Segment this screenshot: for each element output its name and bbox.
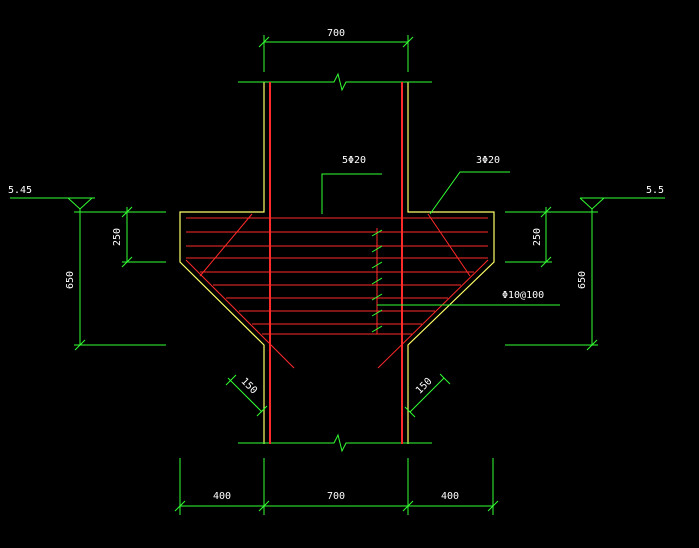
dim-tick <box>540 256 552 268</box>
outline-right <box>407 82 495 444</box>
stirrup-tick <box>371 309 383 317</box>
dimension-lines <box>10 35 665 515</box>
rebar-top-bars-label: 5Φ20 <box>342 155 366 166</box>
leader-top-bars <box>321 173 382 214</box>
stirrup-ticks <box>371 229 383 333</box>
dim-right-total: 650 <box>577 271 588 289</box>
dim-bottom-center: 700 <box>327 491 345 502</box>
dim-tick <box>402 36 414 48</box>
bottom-break-line <box>238 433 432 453</box>
dim-tick <box>74 339 86 351</box>
labels: 700 400 700 400 5.45 5.5 250 650 250 650… <box>8 28 664 502</box>
diagonal-bar-right-upper <box>427 213 471 277</box>
rebar-side-bars-label: 3Φ20 <box>476 155 500 166</box>
stirrup-tick <box>371 245 383 253</box>
diagonal-bar-left-upper <box>199 213 253 277</box>
dim-left-total: 650 <box>65 271 76 289</box>
stirrup-tick <box>371 325 383 333</box>
dim-right-upper: 250 <box>532 228 543 246</box>
dim-tick <box>540 206 552 218</box>
rebar-stirrups-label: Φ10@100 <box>502 290 544 301</box>
dim-chamfer-left <box>227 377 263 413</box>
leader-side-bars <box>429 171 510 215</box>
diagonal-bar-right-lower <box>377 259 489 369</box>
dim-top-width: 700 <box>327 28 345 39</box>
dim-bottom-right: 400 <box>441 491 459 502</box>
rebar <box>185 82 489 444</box>
dim-tick <box>586 339 598 351</box>
dim-bottom-left: 400 <box>213 491 231 502</box>
elevation-left: 5.45 <box>8 185 32 196</box>
dim-tick <box>121 206 133 218</box>
dim-tick <box>225 374 237 386</box>
stirrup-tick <box>371 277 383 285</box>
break-lines <box>238 72 432 453</box>
stirrup-tick <box>371 261 383 269</box>
dim-tick <box>404 406 416 418</box>
dim-tick <box>258 500 270 512</box>
diagonal-bar-left-lower <box>185 259 295 369</box>
dim-chamfer-right <box>409 377 445 413</box>
dim-tick <box>174 500 186 512</box>
stirrup-tick <box>371 293 383 301</box>
dim-tick <box>487 500 499 512</box>
outline-left <box>179 82 265 444</box>
dim-tick <box>258 36 270 48</box>
stirrup-tick <box>371 229 383 237</box>
dim-tick <box>402 500 414 512</box>
elevation-right: 5.5 <box>646 185 664 196</box>
dim-tick <box>439 373 451 385</box>
dim-left-upper: 250 <box>112 228 123 246</box>
concrete-outline <box>179 82 495 444</box>
top-break-line <box>238 72 432 92</box>
dim-tick <box>121 256 133 268</box>
dim-tick <box>256 405 268 417</box>
